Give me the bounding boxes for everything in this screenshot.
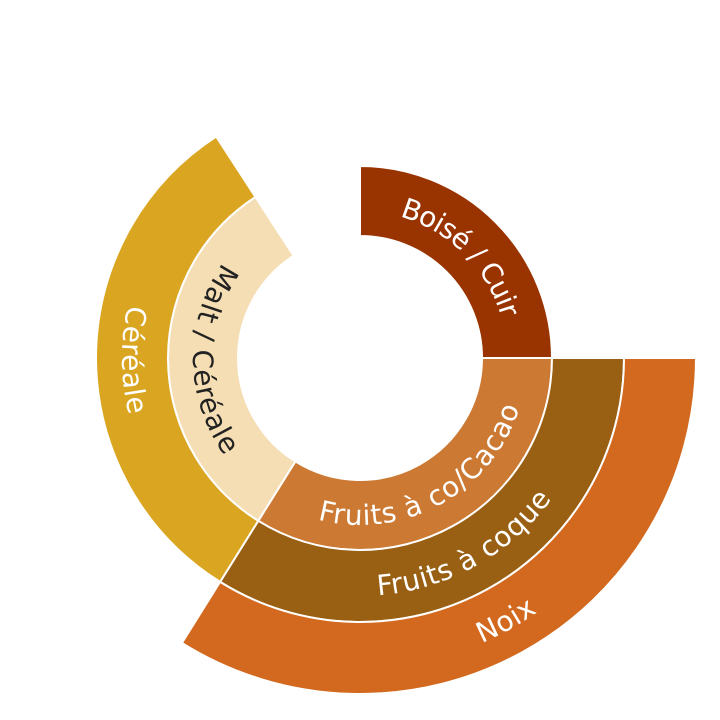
segment-boise-cuir[interactable] xyxy=(359,164,554,359)
segment-noix[interactable] xyxy=(180,357,698,695)
segment-cereale[interactable] xyxy=(95,135,260,584)
label-cereale: Céréale xyxy=(115,304,154,417)
